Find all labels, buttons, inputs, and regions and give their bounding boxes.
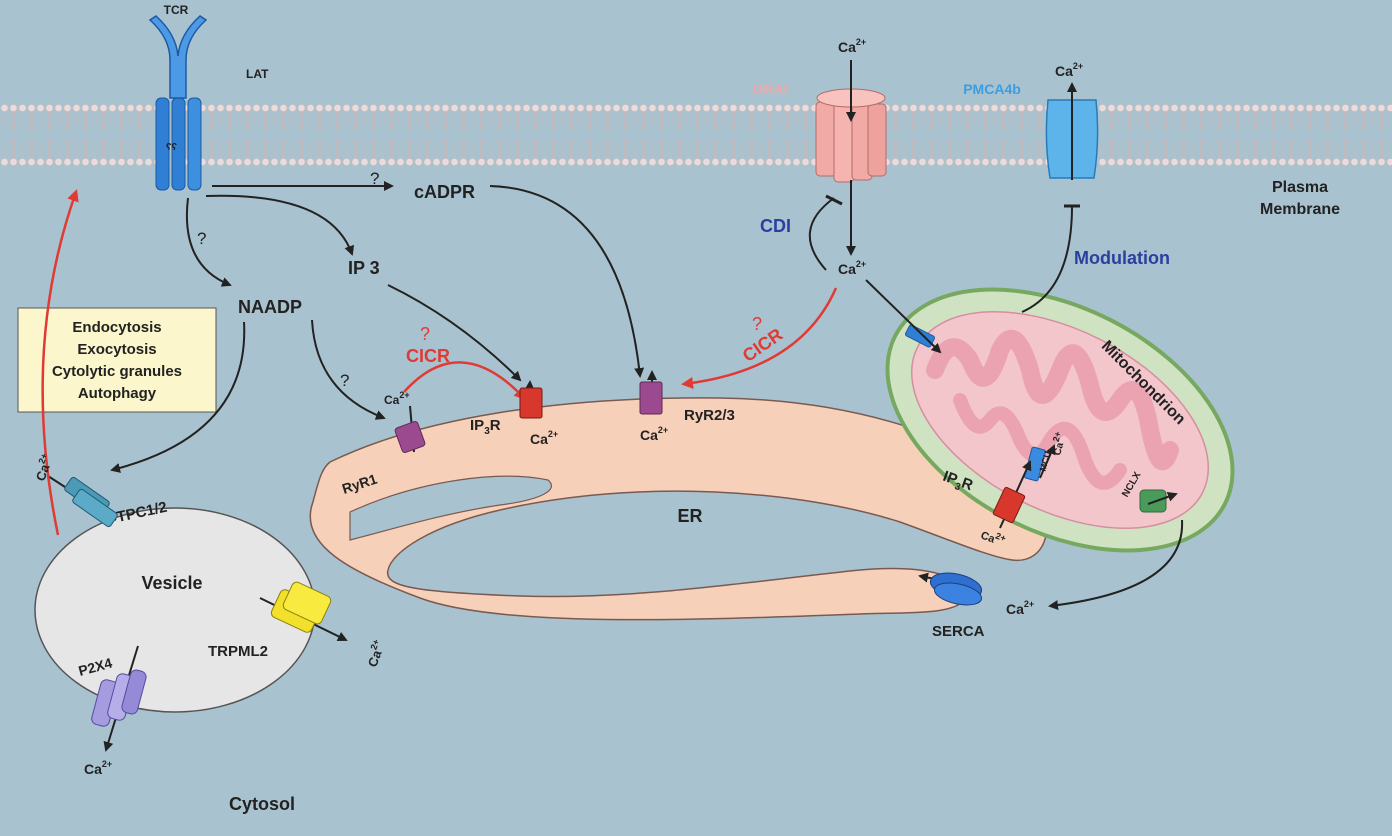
unknown-mark-cicr-er: ? [420,324,430,344]
ryr1-channel [394,421,426,453]
cadpr-label: cADPR [414,182,475,202]
ryr23-channel [639,381,663,415]
tpc-channel [64,476,118,528]
serca-pump [929,572,983,606]
svg-text:ʕʕ: ʕʕ [166,142,178,153]
plasma-membrane [0,104,1392,166]
p2x4-channel [91,669,147,727]
ca-ryr23: Ca2+ [640,425,668,443]
info-line-1: Endocytosis [72,319,161,336]
ca-labels: Ca2+ Ca2+ Ca2+ Ca2+ Ca2+ Ca2+ Ca2+ Ca2+ … [31,37,1083,777]
unknown-mark-ryr1: ? [340,371,349,390]
ca-ip3r: Ca2+ [530,429,558,447]
serca-label: SERCA [932,623,985,640]
lat-label: LAT [246,67,269,81]
mitochondrion-organelle [885,287,1235,553]
ip3r-channel [519,387,543,419]
unknown-mark-cadpr: ? [370,169,379,188]
info-line-2: Exocytosis [77,341,156,358]
cicr-label-orai: CICR [739,324,787,366]
er-lumen-gap [349,475,552,541]
info-line-4: Autophagy [78,385,157,402]
pmca-label: PMCA4b [963,81,1021,97]
ca-ip3r-mito: Ca2+ [979,526,1007,549]
ca-tpc: Ca2+ [31,452,56,483]
info-box: Endocytosis Exocytosis Cytolytic granule… [17,307,217,413]
naadp-label: NAADP [238,297,302,317]
unknown-mark-naadp: ? [197,229,206,248]
ca-mcu: Ca2+ [1047,430,1068,456]
ip3-label: IP 3 [348,258,380,278]
cicr-label-er: CICR [406,346,450,366]
ip3r-label: IP3R [470,417,501,437]
ca-pmca-top: Ca2+ [1055,61,1083,79]
cytosol-label: Cytosol [229,794,295,814]
ca-trpml: Ca2+ [363,638,388,669]
ca-orai-cytosol: Ca2+ [838,259,866,277]
cdi-label: CDI [760,216,791,236]
ca-serca: Ca2+ [1006,599,1034,617]
er-label: ER [677,506,702,526]
unknown-mark-cicr-orai: ? [752,314,762,334]
ryr23-label: RyR2/3 [684,407,735,424]
ca-ryr1: Ca2+ [384,390,410,407]
membrane-label-2: Membrane [1260,201,1340,218]
tcr-label: TCR [164,3,189,17]
orai-label: ORAI [753,81,788,97]
trpml-label: TRPML2 [208,643,268,660]
tcr-receptor: ʕʕ [148,15,208,191]
membrane-label-1: Plasma [1272,179,1328,196]
info-line-3: Cytolytic granules [52,363,182,380]
ip3r-mito-channel [992,486,1026,524]
trpml-channel [270,581,332,633]
vesicle-label: Vesicle [141,573,202,593]
modulation-label: Modulation [1074,248,1170,268]
ca-orai-top: Ca2+ [838,37,866,55]
ca-p2x4: Ca2+ [84,759,112,777]
